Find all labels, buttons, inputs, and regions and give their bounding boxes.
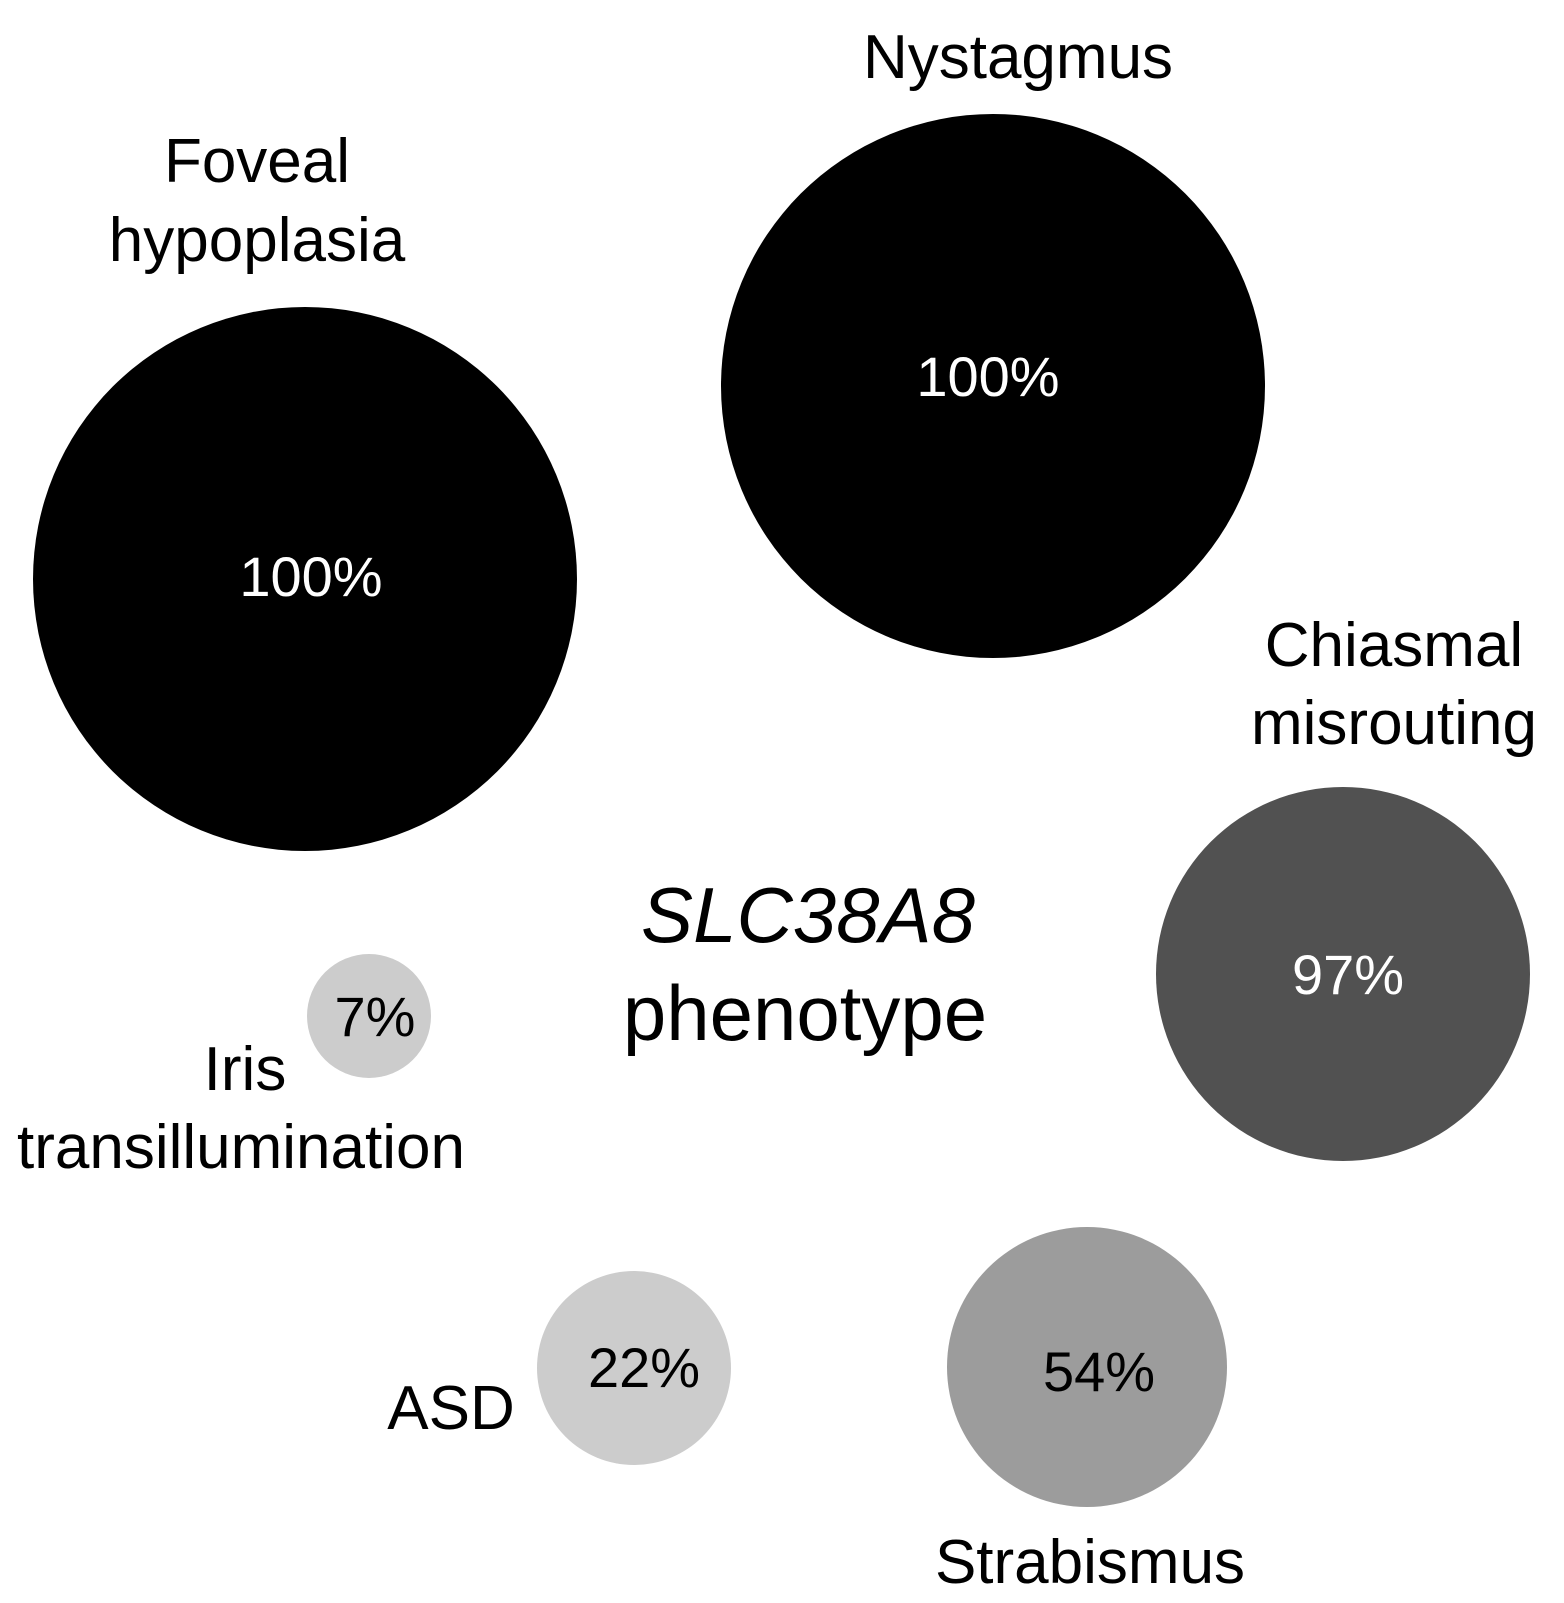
label-asd: ASD	[387, 1374, 514, 1443]
circle-asd	[537, 1271, 731, 1465]
percent-nystagmus: 100%	[916, 345, 1059, 408]
label-iris-line1: Iris	[204, 1035, 287, 1104]
circle-foveal	[33, 307, 577, 851]
label-strabismus: Strabismus	[935, 1528, 1245, 1597]
percent-chiasmal: 97%	[1292, 943, 1404, 1006]
center-title: SLC38A8 phenotype	[623, 871, 987, 1057]
bubble-foveal-hypoplasia: Foveal hypoplasia 100%	[33, 127, 577, 851]
percent-asd: 22%	[588, 1336, 700, 1399]
circle-iris	[307, 954, 431, 1078]
label-foveal-line2: hypoplasia	[109, 206, 406, 275]
label-foveal-line1: Foveal	[164, 127, 350, 196]
label-nystagmus: Nystagmus	[863, 23, 1173, 92]
circle-chiasmal	[1156, 787, 1530, 1161]
bubble-iris-transillumination: 7% Iris transillumination	[17, 954, 465, 1182]
bubble-asd: 22% ASD	[387, 1271, 731, 1465]
percent-strabismus: 54%	[1043, 1340, 1155, 1403]
phenotype-subtitle: phenotype	[623, 969, 987, 1057]
bubble-strabismus: 54% Strabismus	[935, 1227, 1245, 1597]
percent-iris: 7%	[335, 985, 416, 1048]
gene-name: SLC38A8	[641, 871, 975, 959]
label-iris-line2: transillumination	[17, 1113, 465, 1182]
label-chiasmal-line1: Chiasmal	[1265, 611, 1523, 680]
circle-nystagmus	[721, 114, 1265, 658]
bubble-chiasmal-misrouting: Chiasmal misrouting 97%	[1156, 611, 1537, 1161]
label-chiasmal-line2: misrouting	[1251, 689, 1537, 758]
bubble-nystagmus: Nystagmus 100%	[721, 23, 1265, 658]
percent-foveal: 100%	[239, 545, 382, 608]
circle-strabismus	[947, 1227, 1227, 1507]
